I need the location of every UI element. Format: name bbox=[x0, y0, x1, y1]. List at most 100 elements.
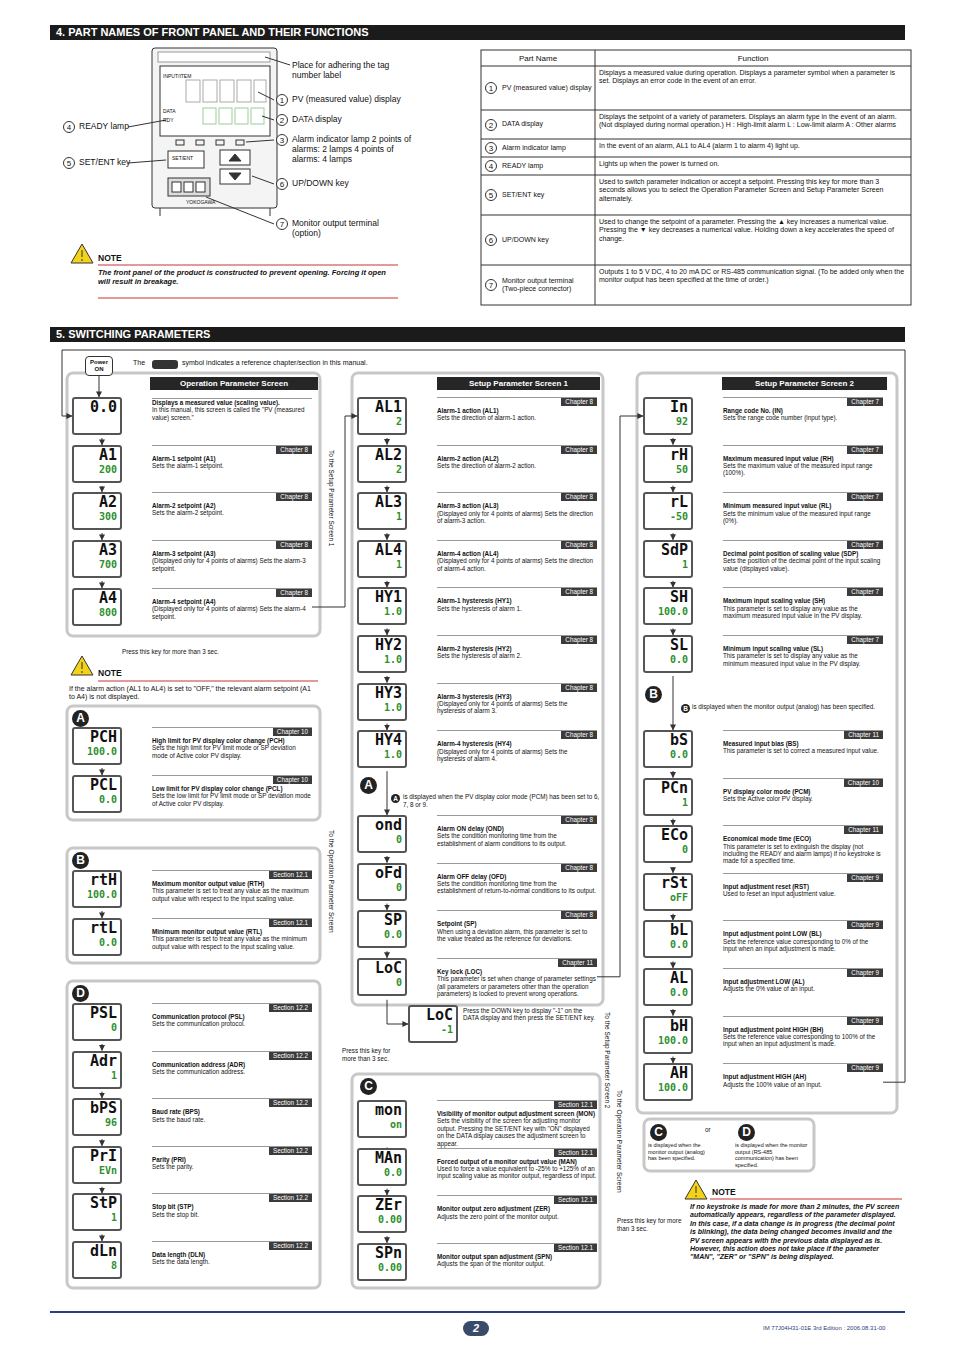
parameter-title: Communication address (ADR) bbox=[152, 1061, 312, 1068]
display-value: 0.0 bbox=[359, 1167, 405, 1179]
chapter-tag: Chapter 7 bbox=[847, 588, 883, 596]
display-code: SH bbox=[645, 589, 691, 606]
parameter-title: Data length (DLN) bbox=[152, 1251, 312, 1258]
chapter-tag: Chapter 8 bbox=[276, 493, 312, 501]
parameter-desc: Sets the communication protocol. bbox=[152, 1020, 312, 1027]
chapter-tag: Chapter 8 bbox=[276, 446, 312, 454]
chapter-tag-row: Chapter 8 bbox=[437, 731, 597, 739]
display-code: AL2 bbox=[359, 447, 405, 464]
flow-arrow bbox=[387, 486, 388, 493]
parameter-title: Alarm-2 hysteresis (HY2) bbox=[437, 645, 597, 652]
display-value: 96 bbox=[74, 1117, 120, 1129]
display-code: HY3 bbox=[359, 685, 405, 702]
header-text: Setup Parameter Screen 2 bbox=[755, 379, 854, 388]
chapter-tag-row: Chapter 7 bbox=[723, 398, 883, 406]
table-header: Part Name bbox=[481, 54, 595, 64]
parameter-desc: This parameter is set to extinguish the … bbox=[723, 843, 883, 865]
parameter-text: Chapter 9Input adjustment point HIGH (BH… bbox=[723, 1016, 883, 1048]
parameter-screen: bL0.0Chapter 9Input adjustment point LOW… bbox=[643, 920, 883, 961]
parameter-screen: ond0Chapter 8Alarm ON delay (OND)Sets th… bbox=[357, 815, 597, 856]
parameter-title: Alarm-4 setpoint (A4) bbox=[152, 598, 312, 605]
note-text: The front panel of the product is constr… bbox=[98, 268, 398, 286]
chapter-tag: Chapter 8 bbox=[276, 541, 312, 549]
flow-arrow bbox=[387, 771, 388, 815]
parameter-desc: Sets the minimum value of the measured i… bbox=[723, 510, 883, 525]
parameter-text: Chapter 7Maximum input scaling value (SH… bbox=[723, 587, 883, 619]
parameter-text: Chapter 8Setpoint (SP)When using a devia… bbox=[437, 910, 597, 942]
flow-arrow bbox=[102, 1092, 103, 1099]
lcd-display: ECo0 bbox=[643, 825, 693, 863]
chapter-tag-row: Chapter 10 bbox=[152, 776, 312, 784]
display-value: 0 bbox=[359, 834, 405, 846]
parameter-screen: PSL0Section 12.2Communication protocol (… bbox=[72, 1003, 312, 1044]
flow-arrow bbox=[102, 1187, 103, 1194]
parameter-text: Chapter 8Alarm ON delay (OND)Sets the co… bbox=[437, 815, 597, 847]
parameter-screen: rtH100.0Section 12.1Maximum monitor outp… bbox=[72, 870, 312, 911]
callout-number: 5 bbox=[63, 157, 75, 169]
parameter-screen: AL41Chapter 8Alarm-4 action (AL4)(Displa… bbox=[357, 540, 597, 581]
chapter-tag: Chapter 8 bbox=[561, 541, 597, 549]
flow-arrow bbox=[597, 416, 643, 977]
display-value: 300 bbox=[74, 511, 120, 523]
power-label: Power ON bbox=[90, 359, 108, 372]
panel-marking: RDY bbox=[163, 117, 174, 123]
flow-arrow bbox=[673, 1009, 674, 1016]
flow-arrow bbox=[387, 581, 388, 588]
parameter-title: PV display color mode (PCM) bbox=[723, 788, 883, 795]
chapter-tag: Section 12.2 bbox=[269, 1147, 312, 1155]
display-value: 1.0 bbox=[359, 749, 405, 761]
callout-number: 6 bbox=[276, 178, 288, 190]
flow-arrow bbox=[102, 1044, 103, 1051]
parameter-screen: AL22Chapter 8Alarm-2 action (AL2)Sets th… bbox=[357, 445, 597, 486]
screen-header: Setup Parameter Screen 1 bbox=[437, 377, 600, 390]
chapter-tag: Chapter 8 bbox=[561, 588, 597, 596]
group-letter: A bbox=[360, 777, 377, 794]
flow-arrow bbox=[673, 771, 674, 778]
parameter-title: Monitor output span adjustment (SPN) bbox=[437, 1253, 597, 1260]
chapter-tag: Chapter 8 bbox=[561, 816, 597, 824]
display-value: 700 bbox=[74, 559, 120, 571]
parameter-desc: Adjusts the 100% value of an input. bbox=[723, 1081, 883, 1088]
parameter-desc: (Displayed only for 4 points of alarms) … bbox=[152, 557, 312, 572]
parameter-text: Chapter 10Low limit for PV display color… bbox=[152, 775, 312, 807]
parameter-screen: SL0.0Chapter 7Minimum input scaling valu… bbox=[643, 635, 883, 676]
callout-number: 5 bbox=[485, 189, 497, 201]
chapter-tag-row: Chapter 8 bbox=[437, 493, 597, 501]
display-value: 1 bbox=[645, 797, 691, 809]
chapter-tag: Section 12.1 bbox=[554, 1244, 597, 1252]
parameter-desc: (Displayed only for 4 points of alarms) … bbox=[437, 510, 597, 525]
flow-arrow bbox=[102, 768, 103, 775]
parameter-title: Input adjustment reset (RST) bbox=[723, 883, 883, 890]
chapter-tag-row: Chapter 7 bbox=[723, 541, 883, 549]
flow-arrow bbox=[387, 1189, 388, 1196]
lcd-display: PCn1 bbox=[643, 778, 693, 816]
chapter-tag-row: Chapter 9 bbox=[723, 1064, 883, 1072]
flow-arrow bbox=[99, 376, 100, 397]
parameter-title: Maximum input scaling value (SH) bbox=[723, 597, 883, 604]
display-code: In bbox=[645, 399, 691, 416]
table-cell: Displays a measured value during operati… bbox=[599, 69, 907, 86]
parameter-desc: Sets the direction of alarm-2 action. bbox=[437, 462, 597, 469]
chapter-tag: Chapter 9 bbox=[847, 969, 883, 977]
display-value: -1 bbox=[410, 1024, 456, 1036]
display-code: PCL bbox=[74, 777, 120, 794]
display-code: ZEr bbox=[359, 1197, 405, 1214]
display-code: bS bbox=[645, 732, 691, 749]
chapter-tag: Chapter 11 bbox=[844, 826, 883, 834]
display-code: SP bbox=[359, 912, 405, 929]
parameter-title: Decimal point position of scaling value … bbox=[723, 550, 883, 557]
parameter-title: Alarm-2 setpoint (A2) bbox=[152, 502, 312, 509]
chapter-tag-row: Section 12.1 bbox=[437, 1196, 597, 1204]
annotation: is displayed when the monitor output (RS… bbox=[735, 1142, 810, 1168]
chapter-tag: Chapter 8 bbox=[561, 493, 597, 501]
table-cell: Monitor output terminal (Two-piece conne… bbox=[502, 277, 592, 294]
parameter-desc: Sets the alarm-2 setpoint. bbox=[152, 509, 312, 516]
parameter-screen: PCn1Chapter 10PV display color mode (PCM… bbox=[643, 778, 883, 819]
display-code: ECo bbox=[645, 827, 691, 844]
parameter-screen: MAn0.0Section 12.1Forced output of a mon… bbox=[357, 1148, 597, 1189]
parameter-title: Alarm ON delay (OND) bbox=[437, 825, 597, 832]
parameter-screen: ZEr0.00Section 12.1Monitor output zero a… bbox=[357, 1195, 597, 1236]
chapter-tag-row: Section 12.2 bbox=[152, 1147, 312, 1155]
display-value: EVn bbox=[74, 1165, 120, 1177]
group-letter: B bbox=[72, 852, 89, 869]
